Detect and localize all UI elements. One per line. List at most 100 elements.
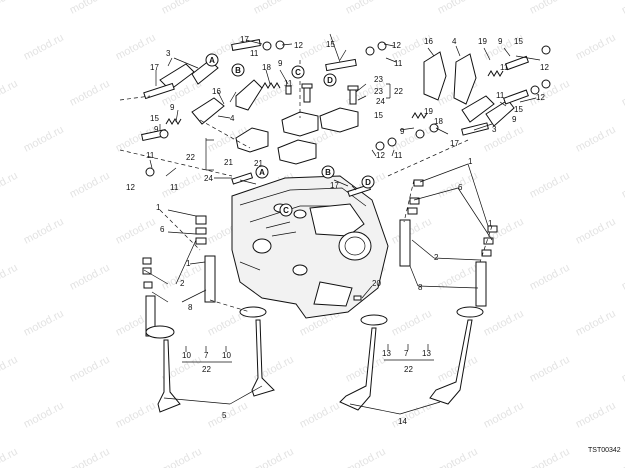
- part-number-callout-group: 3 17 16 9 4 15 9 11 12 11 22 21 24 17 11…: [126, 35, 549, 426]
- watermark-text: motod.ru: [22, 216, 66, 247]
- watermark-text: motod.ru: [22, 32, 66, 63]
- fastener-group: [145, 40, 551, 177]
- view-marker-a-top: A: [205, 53, 219, 67]
- part-number-label: 16: [212, 87, 221, 96]
- watermark-text: motod.ru: [68, 446, 112, 468]
- watermark-text: motod.ru: [574, 308, 618, 339]
- part-number-label: 6: [458, 183, 463, 192]
- camshaft-cap-group: [235, 107, 359, 165]
- part-number-label: 20: [372, 279, 381, 288]
- part-number-label: 11: [500, 63, 509, 72]
- watermark-text: motod.ru: [252, 446, 296, 468]
- view-marker-label: A: [259, 168, 265, 177]
- watermark-text: motod.ru: [528, 170, 572, 201]
- part-number-label: 16: [424, 37, 433, 46]
- watermark-text: motod.ru: [574, 32, 618, 63]
- part-number-label: 3: [166, 49, 171, 58]
- watermark-text: motod.ru: [344, 354, 388, 385]
- watermark-text: motod.ru: [528, 262, 572, 293]
- part-number-label: 1: [468, 157, 473, 166]
- watermark-text: motod.ru: [68, 0, 112, 17]
- part-number-label: 8: [188, 303, 193, 312]
- part-number-label: 22: [404, 365, 413, 374]
- part-number-label: 9: [154, 125, 159, 134]
- watermark-text: motod.ru: [114, 32, 158, 63]
- part-number-label: 17: [450, 139, 459, 148]
- watermark-text: motod.ru: [620, 78, 625, 109]
- view-marker-b-mid: B: [321, 165, 335, 179]
- view-marker-label: B: [235, 66, 241, 75]
- watermark-text: motod.ru: [0, 354, 20, 385]
- part-number-label: 12: [126, 183, 135, 192]
- watermark-text: motod.ru: [68, 78, 112, 109]
- part-number-label: 6: [160, 225, 165, 234]
- part-number-label: 9: [400, 127, 405, 136]
- part-number-label: 5: [222, 411, 227, 420]
- part-number-label: 17: [150, 63, 159, 72]
- watermark-text: motod.ru: [528, 446, 572, 468]
- part-number-label: 18: [434, 117, 443, 126]
- view-marker-c-top: C: [291, 65, 305, 79]
- watermark-text: motod.ru: [344, 446, 388, 468]
- part-number-label: 2: [180, 279, 185, 288]
- watermark-text: motod.ru: [0, 170, 20, 201]
- watermark-text: motod.ru: [114, 216, 158, 247]
- watermark-text: motod.ru: [0, 0, 20, 17]
- view-marker-c-mid: C: [279, 203, 293, 217]
- small-spring-group: [165, 70, 504, 125]
- watermark-text: motod.ru: [0, 78, 20, 109]
- valve-stack-left: [142, 215, 275, 413]
- watermark-text: motod.ru: [482, 308, 526, 339]
- part-number-label: 15: [150, 114, 159, 123]
- part-number-label: 7: [404, 349, 409, 358]
- part-number-label: 11: [284, 79, 293, 88]
- part-number-label: 1: [488, 219, 493, 228]
- part-number-label: 4: [452, 37, 457, 46]
- part-number-label: 21: [224, 158, 233, 167]
- watermark-text: motod.ru: [68, 262, 112, 293]
- part-number-label: 2: [434, 253, 439, 262]
- part-number-label: 7: [204, 351, 209, 360]
- part-number-label: 11: [394, 151, 403, 160]
- watermark-text: motod.ru: [252, 0, 296, 17]
- view-marker-label: C: [295, 68, 301, 77]
- watermark-text: motod.ru: [68, 170, 112, 201]
- view-marker-label: A: [209, 56, 215, 65]
- watermark-text: motod.ru: [620, 262, 625, 293]
- leader-line-group: [143, 33, 541, 415]
- view-marker-group: A B C D A B C D: [205, 53, 375, 217]
- watermark-text: motod.ru: [390, 216, 434, 247]
- part-number-label: 21: [254, 159, 263, 168]
- part-number-label: 22: [394, 87, 403, 96]
- watermark-text: motod.ru: [528, 0, 572, 17]
- part-number-label: 11: [496, 91, 505, 100]
- part-number-label: 1: [186, 259, 191, 268]
- part-number-label: 11: [170, 183, 179, 192]
- part-number-label: 9: [278, 59, 283, 68]
- part-number-label: 3: [492, 125, 497, 134]
- watermark-text: motod.ru: [22, 124, 66, 155]
- part-number-label: 11: [394, 59, 403, 68]
- part-number-label: 19: [478, 37, 487, 46]
- part-number-label: 10: [182, 351, 191, 360]
- view-marker-a-mid: A: [255, 165, 269, 179]
- part-number-label: 12: [392, 41, 401, 50]
- watermark-text: motod.ru: [574, 216, 618, 247]
- watermark-text: motod.ru: [160, 0, 204, 17]
- watermark-text: motod.ru: [0, 446, 20, 468]
- view-marker-label: C: [283, 206, 289, 215]
- part-number-label: 11: [146, 151, 155, 160]
- part-number-label: 13: [422, 349, 431, 358]
- rocker-arm-group: [159, 51, 515, 127]
- watermark-text: motod.ru: [436, 446, 480, 468]
- part-number-label: 12: [540, 63, 549, 72]
- watermark-text: motod.ru: [574, 124, 618, 155]
- watermark-text: motod.ru: [0, 262, 20, 293]
- part-number-label: 9: [512, 115, 517, 124]
- watermark-text: motod.ru: [574, 400, 618, 431]
- part-number-label: 15: [514, 105, 523, 114]
- watermark-text: motod.ru: [298, 400, 342, 431]
- watermark-text: motod.ru: [620, 170, 625, 201]
- part-number-label: 23: [374, 87, 383, 96]
- watermark-text: motod.ru: [68, 354, 112, 385]
